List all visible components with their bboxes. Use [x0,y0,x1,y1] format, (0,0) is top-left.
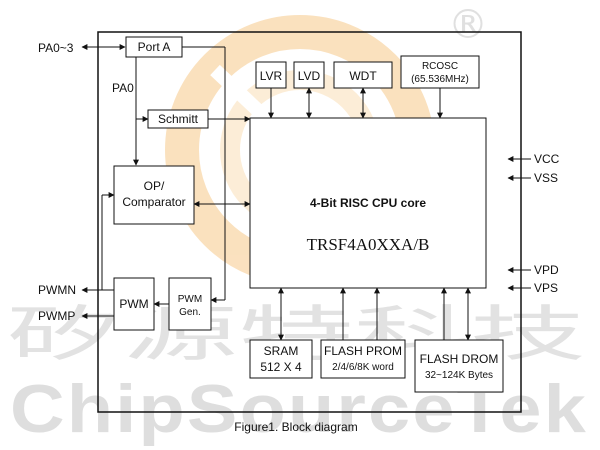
wdt-label: WDT [349,69,377,83]
wdt-block [333,61,393,89]
flash-prom-label-line1: FLASH PROM [324,344,402,358]
flash-prom-block [320,339,406,379]
lvd-label: LVD [298,69,321,83]
pin-vcc-label: VCC [534,152,560,166]
flash-prom-label-line2: 2/4/6/8K word [332,362,394,373]
op-comparator-label-line2: Comparator [122,195,185,209]
rcosc-label-line2: (65.536MHz) [411,74,469,85]
pin-pa-label: PA0~3 [38,41,74,55]
sram-block [249,339,313,379]
pin-vss-label: VSS [534,171,558,185]
op-comparator-label-line1: OP/ [144,179,165,193]
sram-label-line1: SRAM [264,344,299,358]
port-a-label: Port A [138,40,171,54]
lvr-block [255,61,287,89]
cpu-core-label: 4-Bit RISC CPU core [310,196,426,210]
rcosc-block [400,55,480,89]
lvr-label: LVR [260,69,283,83]
chip-outline [97,31,522,413]
pin-pwmp-label: PWMP [38,309,75,323]
pin-vpd-label: VPD [534,263,559,277]
pwm-gen-block [168,277,212,331]
pin-vps-label: VPS [534,281,558,295]
schmitt-label: Schmitt [158,112,199,126]
figure-caption: Figure1. Block diagram [234,420,357,434]
pa0-label: PA0 [112,81,134,95]
sram-label-line2: 512 X 4 [260,360,302,374]
watermark-registered-mark: ® [448,2,488,48]
flash-drom-label-line1: FLASH DROM [420,352,499,366]
pin-pwmn-label: PWMN [38,283,76,297]
op-comparator-block [113,165,195,225]
cpu-core-block [249,117,487,289]
rcosc-label-line1: RCOSC [422,61,458,72]
pwm-gen-label-line2: Gen. [179,307,201,318]
flash-drom-block [414,339,504,393]
part-number-label: TRSF4A0XXA/B [307,235,430,254]
flash-drom-label-line2: 32~124K Bytes [425,370,493,381]
pwm-label: PWM [119,297,148,311]
pwm-gen-label-line1: PWM [178,294,202,305]
